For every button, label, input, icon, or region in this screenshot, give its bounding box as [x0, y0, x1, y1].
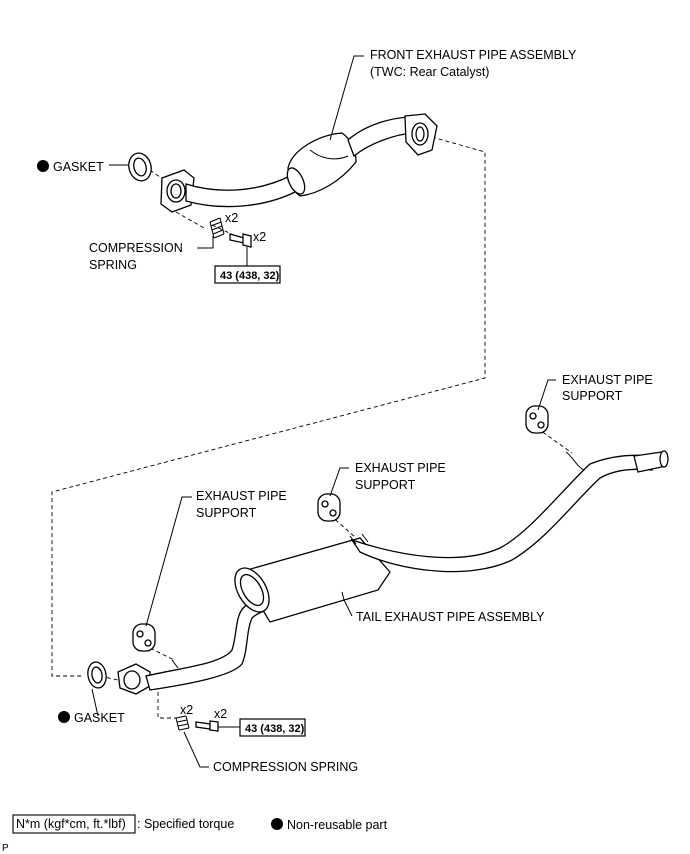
spring-bottom-qty: x2 — [180, 703, 193, 717]
compression-spring-bottom — [175, 715, 190, 731]
non-reusable-dot-icon — [37, 160, 49, 172]
bolt-bottom — [195, 720, 240, 732]
exhaust-support-right-sublabel: SUPPORT — [562, 389, 623, 403]
bolt-top-qty: x2 — [253, 230, 266, 244]
exhaust-pipe-support-mid — [317, 493, 341, 522]
compression-spring-top-sublabel: SPRING — [89, 258, 137, 272]
legend-nonreusable: Non-reusable part — [287, 818, 388, 832]
exhaust-support-left-sublabel: SUPPORT — [196, 506, 257, 520]
exhaust-support-right-label: EXHAUST PIPE — [562, 373, 653, 387]
exhaust-support-left-label: EXHAUST PIPE — [196, 489, 287, 503]
legend-torque-desc: : Specified torque — [137, 817, 234, 831]
compression-spring-top-label: COMPRESSION — [89, 241, 183, 255]
bolt-bottom-qty: x2 — [214, 707, 227, 721]
gasket-top — [128, 152, 152, 182]
torque-top-value: 43 (438, 32) — [220, 270, 280, 282]
exhaust-support-mid-label: EXHAUST PIPE — [355, 461, 446, 475]
torque-box-top — [214, 247, 281, 284]
front-exhaust-pipe-assembly — [160, 113, 438, 213]
non-reusable-dot-icon — [271, 818, 283, 830]
bolt-top — [229, 233, 252, 248]
leader-lines — [91, 55, 556, 768]
gasket-top-label: GASKET — [53, 160, 104, 174]
tail-exhaust-pipe-label: TAIL EXHAUST PIPE ASSEMBLY — [356, 610, 545, 624]
compression-spring-bottom-label: COMPRESSION SPRING — [213, 760, 358, 774]
torque-bottom-value: 43 (438, 32) — [245, 723, 305, 735]
connection-dashed-lines — [51, 136, 573, 727]
corner-code: P — [2, 843, 9, 854]
torque-box-bottom — [239, 718, 306, 737]
non-reusable-dot-icon — [58, 711, 70, 723]
tail-exhaust-pipe-assembly — [117, 450, 669, 695]
compression-spring-top — [209, 217, 225, 239]
front-exhaust-pipe-label: FRONT EXHAUST PIPE ASSEMBLY — [370, 48, 577, 62]
gasket-bottom — [87, 661, 107, 689]
exhaust-support-mid-sublabel: SUPPORT — [355, 478, 416, 492]
front-exhaust-pipe-sublabel: (TWC: Rear Catalyst) — [370, 65, 489, 79]
gasket-bottom-label: GASKET — [74, 711, 125, 725]
spring-top-qty: x2 — [225, 211, 238, 225]
legend-torque-unit: N*m (kgf*cm, ft.*lbf) — [16, 817, 126, 831]
legend: N*m (kgf*cm, ft.*lbf) : Specified torque… — [12, 814, 388, 834]
exhaust-pipe-support-right — [525, 405, 549, 434]
exhaust-pipe-support-left — [132, 623, 156, 652]
